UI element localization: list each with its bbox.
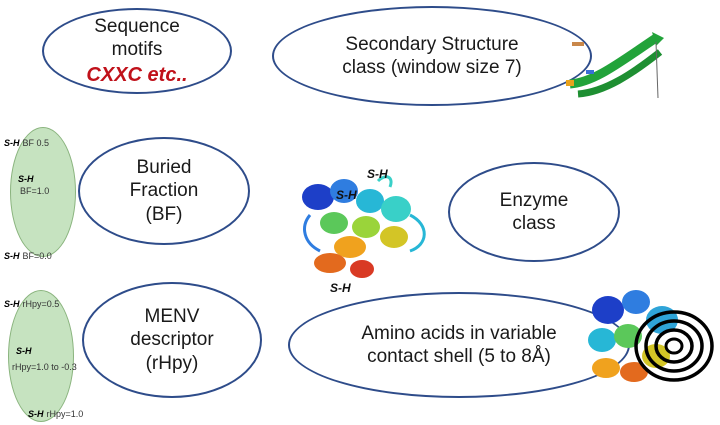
sh-tag: S-H xyxy=(28,409,44,419)
bf-label-mid-value: BF=1.0 xyxy=(20,186,49,196)
cxxc-highlight: CXXC etc.. xyxy=(86,63,188,86)
sh-tag: S-H xyxy=(4,251,20,261)
amino-acid-shell-oval: Amino acids in variable contact shell (5… xyxy=(288,292,630,398)
oval-text: Amino acids in variable xyxy=(361,322,557,344)
sh-tag: S-H xyxy=(18,174,34,184)
oval-text: Buried xyxy=(136,157,192,179)
oval-text: MENV xyxy=(144,306,200,328)
oval-text: Secondary Structure xyxy=(345,33,519,55)
oval-text: (BF) xyxy=(145,203,183,225)
bf-label: BF=1.0 xyxy=(20,186,50,196)
enzyme-class-oval: Enzyme class xyxy=(448,162,620,262)
rhpy-label-mid: S-H xyxy=(16,346,35,356)
contact-shell-protein-image xyxy=(588,290,714,382)
oval-text: class xyxy=(512,213,556,234)
bf-label: BF=0.0 xyxy=(22,251,52,261)
rhpy-label: rHpy=1.0 to -0.3 xyxy=(12,362,77,372)
rhpy-label: rHpy=0.5 xyxy=(22,299,60,309)
protein-sh-tag-3: S-H xyxy=(330,281,351,295)
oval-text: motifs xyxy=(111,38,163,60)
sh-tag: S-H xyxy=(4,138,20,148)
oval-text: (rHpy) xyxy=(145,352,199,374)
sh-tag: S-H xyxy=(4,299,20,309)
menv-descriptor-oval: MENV descriptor (rHpy) xyxy=(82,282,262,398)
sh-tag: S-H xyxy=(16,346,32,356)
bf-label: BF 0.5 xyxy=(22,138,50,148)
sequence-motifs-oval: Sequence motifs CXXC etc.. xyxy=(42,8,232,94)
oval-text: contact shell (5 to 8Å) xyxy=(367,346,551,367)
oval-text: descriptor xyxy=(130,329,214,351)
bf-label-mid: S-H xyxy=(18,174,37,184)
buried-fraction-oval: Buried Fraction (BF) xyxy=(78,137,250,245)
protein-sh-tag-2: S-H xyxy=(336,188,357,202)
beta-hairpin-image xyxy=(566,32,664,99)
rhpy-label-mid-value: rHpy=1.0 to -0.3 xyxy=(12,362,77,372)
protein-sh-tag-1: S-H xyxy=(367,167,388,181)
oval-text: class (window size 7) xyxy=(342,57,522,78)
protein-structure-image xyxy=(302,175,426,278)
oval-text: Fraction xyxy=(129,180,199,202)
rhpy-green-oval xyxy=(8,290,74,422)
rhpy-label: rHpy=1.0 xyxy=(46,409,84,419)
oval-text: Enzyme xyxy=(499,189,569,211)
secondary-structure-oval: Secondary Structure class (window size 7… xyxy=(272,6,592,106)
oval-text: Sequence xyxy=(94,15,180,37)
bf-green-oval xyxy=(10,127,76,257)
